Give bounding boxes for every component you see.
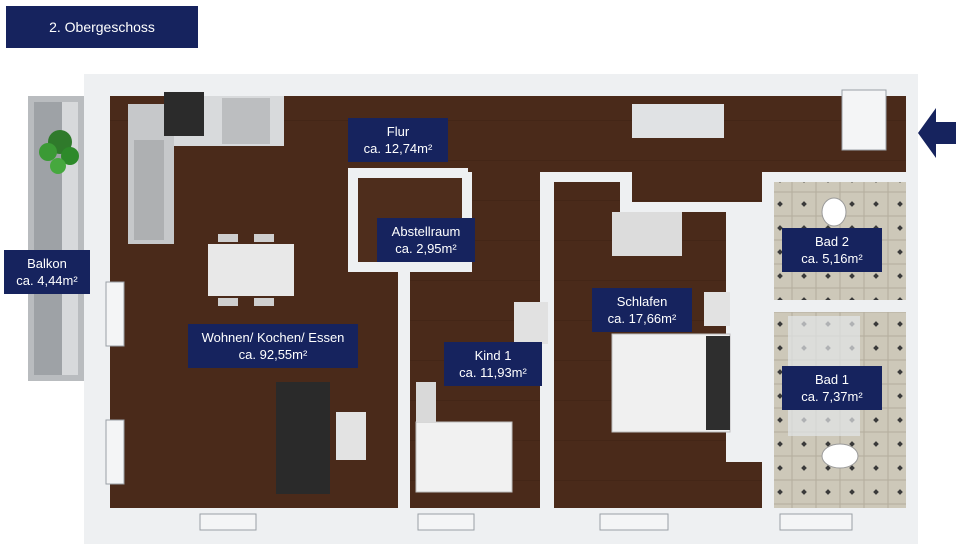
kid-bed [415, 302, 548, 493]
room-name: Wohnen/ Kochen/ Essen [201, 330, 345, 345]
room-label-abstellraum: Abstellraum ca. 2,95m² [377, 218, 475, 262]
plant-icon [39, 130, 79, 174]
room-name: Flur [386, 124, 410, 139]
room-name: Kind 1 [474, 348, 512, 363]
sofa [276, 382, 330, 494]
room-label-kind1: Kind 1 ca. 11,93m² [444, 342, 542, 386]
room-name: Bad 2 [815, 234, 849, 249]
room-label-bad1: Bad 1 ca. 7,37m² [782, 366, 882, 410]
hall-cabinet [632, 104, 724, 138]
inner-walls [84, 74, 918, 544]
dining-table [208, 234, 294, 306]
floor-title: 2. Obergeschoss [6, 6, 198, 48]
room-label-wohnen: Wohnen/ Kochen/ Essen ca. 92,55m² [188, 324, 358, 368]
toilet-icon [821, 197, 859, 469]
room-label-flur: Flur ca. 12,74m² [348, 118, 448, 162]
room-area: ca. 11,93m² [459, 365, 527, 380]
room-name: Bad 1 [815, 372, 849, 387]
balcony-area [28, 96, 84, 381]
room-label-schlafen: Schlafen ca. 17,66m² [592, 288, 692, 332]
windows [105, 89, 887, 531]
side-table [336, 412, 366, 460]
room-name: Abstellraum [391, 224, 461, 239]
kitchen-units [128, 92, 284, 244]
room-area: ca. 7,37m² [801, 389, 863, 404]
room-area: ca. 12,74m² [363, 141, 433, 156]
room-label-balkon: Balkon ca. 4,44m² [4, 250, 90, 294]
room-area: ca. 17,66m² [607, 311, 677, 326]
room-name: Schlafen [616, 294, 668, 309]
entrance-arrow-icon [918, 108, 956, 158]
room-name: Balkon [27, 256, 67, 271]
room-label-bad2: Bad 2 ca. 5,16m² [782, 228, 882, 272]
room-area: ca. 2,95m² [395, 241, 457, 256]
room-area: ca. 92,55m² [238, 347, 308, 362]
double-bed [611, 212, 731, 433]
room-area: ca. 5,16m² [801, 251, 863, 266]
room-area: ca. 4,44m² [16, 273, 78, 288]
